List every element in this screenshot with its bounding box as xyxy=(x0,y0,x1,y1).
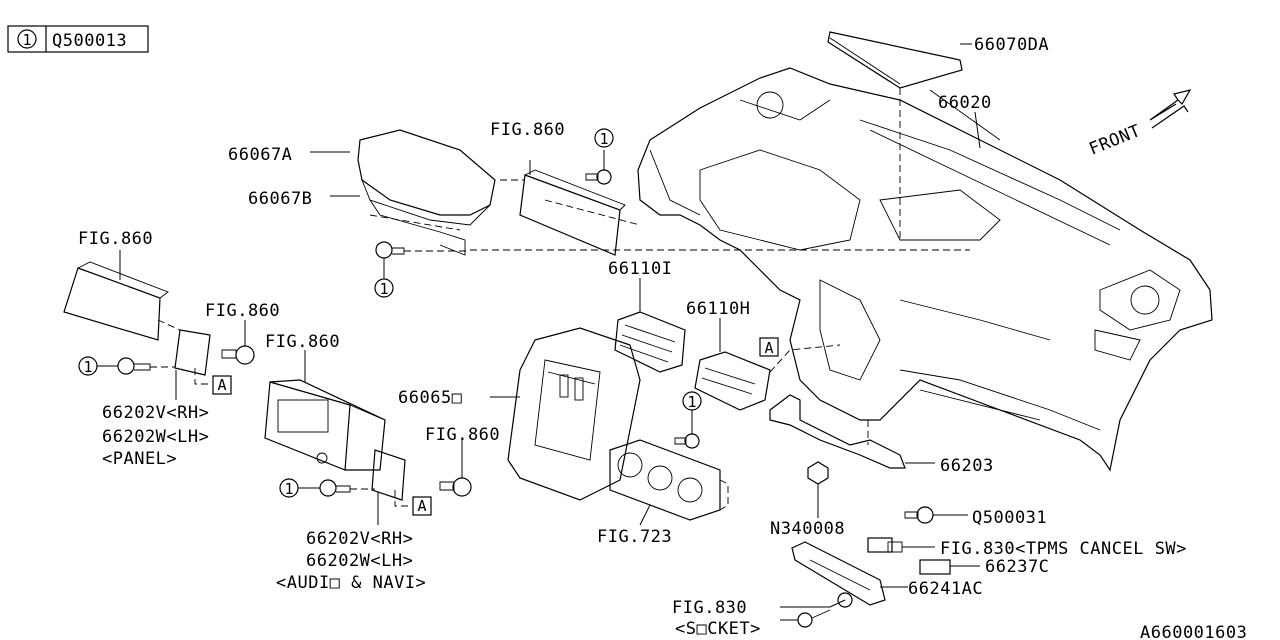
label-66202W-panel: 66202W<LH> xyxy=(102,427,209,447)
label-66110I: 66110I xyxy=(608,259,672,279)
label-66070DA: 66070DA xyxy=(974,35,1049,55)
callout-ref-top: 1 xyxy=(599,130,608,148)
screw-Q500031 xyxy=(904,506,968,524)
label-fig860-audio: FIG.860 xyxy=(265,332,340,352)
label-66202W-audio: 66202W<LH> xyxy=(306,551,413,571)
nut-N340008 xyxy=(807,461,829,518)
lid-part xyxy=(310,129,496,256)
vent-66110I xyxy=(614,278,686,373)
top-cover-part xyxy=(827,31,972,240)
view-ref-panel: A xyxy=(217,376,226,394)
label-front: FRONT xyxy=(1086,121,1143,160)
view-ref-audio: A xyxy=(417,497,426,515)
climate-control-unit xyxy=(609,391,729,526)
label-66065: 66065□ xyxy=(398,388,463,408)
top-display-unit xyxy=(470,128,970,256)
tpms-switch xyxy=(867,537,935,553)
label-66067A: 66067A xyxy=(228,145,292,165)
label-fig860-audio-bracket: FIG.860 xyxy=(425,425,500,445)
label-66202V-audio: 66202V<RH> xyxy=(306,529,413,549)
callout-ref-audio: 1 xyxy=(284,480,293,498)
switch-cover-66237C xyxy=(919,559,980,575)
label-fig860-top: FIG.860 xyxy=(490,120,565,140)
bracket-66203 xyxy=(769,394,935,469)
dashboard-panel-part xyxy=(637,67,1213,472)
label-fig830-tpms: FIG.830<TPMS CANCEL SW> xyxy=(940,539,1187,559)
console-panel-66241AC xyxy=(780,541,908,628)
view-ref-vent: A xyxy=(764,339,773,357)
label-fig860-left: FIG.860 xyxy=(78,229,153,249)
lid-screw xyxy=(374,241,470,298)
panel-display-unit xyxy=(63,250,255,400)
callout-ref-panel: 1 xyxy=(83,358,92,376)
audio-navi-unit xyxy=(264,350,472,525)
label-fig830-socket: FIG.830 xyxy=(672,598,747,618)
label-66202V-panel: 66202V<RH> xyxy=(102,403,209,423)
label-Q500031: Q500031 xyxy=(972,508,1047,528)
label-panel: <PANEL> xyxy=(102,449,177,469)
label-66241AC: 66241AC xyxy=(908,579,983,599)
legend-ref-number: 1 xyxy=(22,31,31,49)
legend-part-number: Q500013 xyxy=(52,31,127,51)
front-arrow xyxy=(1149,89,1192,129)
label-fig723: FIG.723 xyxy=(597,527,672,547)
callout-ref-climate: 1 xyxy=(687,393,696,411)
label-N340008: N340008 xyxy=(770,519,845,539)
diagram-id: A660001603 xyxy=(1140,623,1247,640)
vent-66110H xyxy=(694,318,841,411)
label-fig860-left-bracket: FIG.860 xyxy=(205,301,280,321)
label-66067B: 66067B xyxy=(248,189,312,209)
callout-ref-lid: 1 xyxy=(379,280,388,298)
center-bezel-part xyxy=(490,327,641,501)
legend-box: 1 Q500013 xyxy=(7,25,149,53)
label-socket: <S□CKET> xyxy=(675,619,761,639)
label-66237C: 66237C xyxy=(985,557,1049,577)
label-66110H: 66110H xyxy=(686,299,750,319)
label-66203: 66203 xyxy=(940,456,994,476)
label-audio-navi: <AUDI□ & NAVI> xyxy=(276,573,426,593)
label-66020: 66020 xyxy=(938,93,992,113)
